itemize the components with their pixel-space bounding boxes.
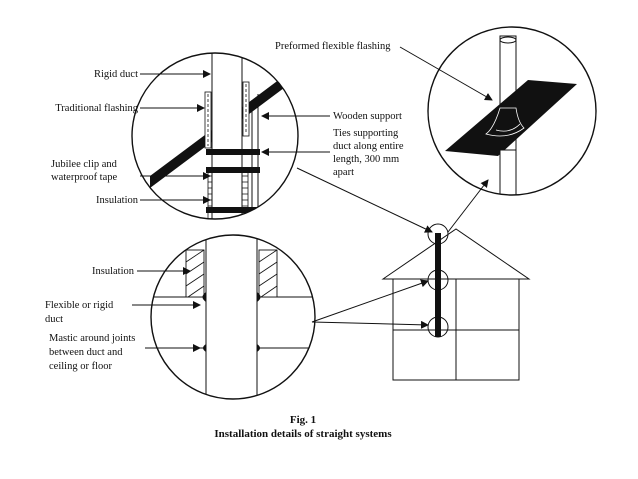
callout-connectors: [296, 167, 489, 329]
label-ties-line1: Ties supporting: [333, 128, 399, 139]
insulation-block-left: [185, 249, 205, 298]
label-mastic-line2: between duct and: [49, 347, 123, 358]
insulation-block-right: [258, 249, 278, 298]
flexible-duct: [205, 235, 258, 399]
leader-lines: [132, 46, 493, 352]
label-insulation-top: Insulation: [96, 195, 139, 206]
label-rigid-duct: Rigid duct: [94, 69, 138, 80]
label-mastic-line1: Mastic around joints: [49, 333, 135, 344]
figure-caption: Fig. 1 Installation details of straight …: [214, 414, 392, 440]
house-outline: [381, 223, 531, 381]
labels: Rigid duct Traditional flashing Jubilee …: [45, 41, 404, 372]
label-mastic-line3: ceiling or floor: [49, 361, 112, 372]
label-insulation-bottom: Insulation: [92, 266, 135, 277]
detail-circle-right: [427, 26, 597, 196]
label-flexible-duct-line1: Flexible or rigid: [45, 300, 114, 311]
mastic-joint: [202, 292, 206, 302]
figure-title: Installation details of straight systems: [214, 428, 392, 440]
figure-number: Fig. 1: [290, 414, 316, 426]
label-jubilee-clip: Jubilee clip and: [51, 159, 118, 170]
label-wooden-support: Wooden support: [333, 111, 402, 122]
label-preformed-flashing: Preformed flexible flashing: [275, 41, 391, 52]
jubilee-clip-band: [206, 149, 260, 155]
rigid-duct-top: [211, 53, 243, 219]
label-ties-line3: length, 300 mm: [333, 154, 399, 165]
house-callout-roof: [427, 223, 449, 245]
label-traditional-flashing: Traditional flashing: [55, 103, 138, 114]
preformed-flashing-detail: [427, 26, 597, 196]
detail-circle-bottom: [150, 234, 316, 400]
tie-band: [206, 167, 260, 173]
house-duct: [435, 233, 441, 337]
roof-penetration-detail: [131, 52, 299, 220]
label-ties-line4: apart: [333, 167, 354, 178]
label-ties-line2: duct along entire: [333, 141, 404, 152]
ceiling-penetration-detail: [150, 234, 316, 400]
label-flexible-duct-line2: duct: [45, 314, 63, 325]
detail-circle-top: [131, 52, 299, 220]
label-waterproof-tape: waterproof tape: [51, 172, 118, 183]
